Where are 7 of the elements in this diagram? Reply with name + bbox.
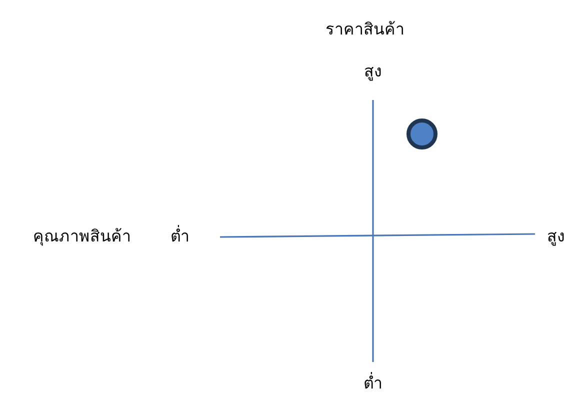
position-dot xyxy=(406,118,438,150)
axis-label: คุณภาพสินค้า xyxy=(33,226,131,248)
axis-label: ราคาสินค้า xyxy=(326,20,404,40)
axis-label: ต่ำ xyxy=(364,374,382,394)
axis-label: ต่ำ xyxy=(170,226,190,248)
axis-label: สูง xyxy=(364,62,382,82)
axis-label: สูง xyxy=(547,226,565,248)
